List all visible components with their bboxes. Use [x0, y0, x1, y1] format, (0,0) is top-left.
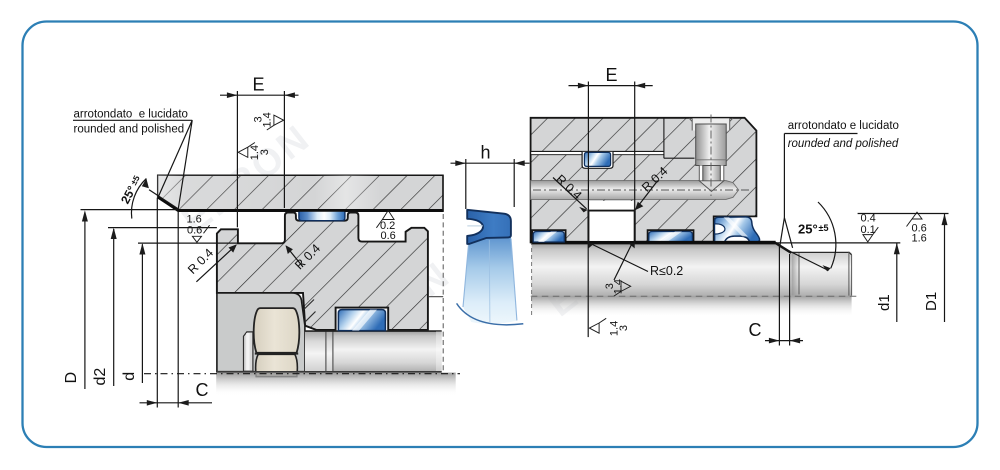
svg-text:25° ±5: 25° ±5 [118, 173, 145, 206]
svg-text:1.6: 1.6 [187, 213, 202, 225]
svg-text:d1: d1 [876, 294, 893, 311]
svg-text:3: 3 [253, 116, 265, 122]
svg-text:h: h [481, 143, 491, 163]
svg-text:C: C [749, 320, 762, 340]
svg-text:1.4: 1.4 [249, 145, 261, 160]
svg-text:arrotondato e lucidato: arrotondato e lucidato [74, 109, 188, 121]
svg-text:25°: 25° [798, 222, 818, 237]
svg-text:E: E [606, 65, 618, 85]
svg-text:0.4: 0.4 [861, 213, 876, 225]
svg-text:0.6: 0.6 [187, 224, 202, 236]
svg-text:d2: d2 [92, 368, 109, 386]
svg-text:3: 3 [259, 149, 271, 155]
svg-text:D1: D1 [923, 292, 940, 311]
svg-text:0.6: 0.6 [912, 223, 927, 235]
svg-text:d: d [121, 372, 138, 381]
svg-text:rounded and polished: rounded and polished [788, 138, 899, 150]
svg-text:R≤0.2: R≤0.2 [650, 264, 683, 278]
svg-text:E: E [253, 75, 265, 95]
svg-text:3: 3 [604, 283, 616, 289]
svg-text:1.6: 1.6 [912, 232, 927, 244]
svg-text:rounded and polished: rounded and polished [74, 124, 185, 136]
svg-text:D: D [63, 372, 80, 384]
svg-text:0.6: 0.6 [381, 230, 396, 242]
svg-text:0.1: 0.1 [861, 224, 876, 236]
svg-text:arrotondato e lucidato: arrotondato e lucidato [788, 120, 899, 132]
svg-text:C: C [196, 380, 209, 400]
svg-text:±5: ±5 [819, 223, 829, 233]
svg-text:3: 3 [618, 325, 630, 331]
svg-text:R 0.4: R 0.4 [185, 246, 216, 277]
svg-text:1.4: 1.4 [612, 279, 624, 294]
svg-text:1.4: 1.4 [262, 112, 274, 127]
svg-text:1.4: 1.4 [609, 321, 621, 336]
svg-text:0.2: 0.2 [380, 220, 395, 232]
